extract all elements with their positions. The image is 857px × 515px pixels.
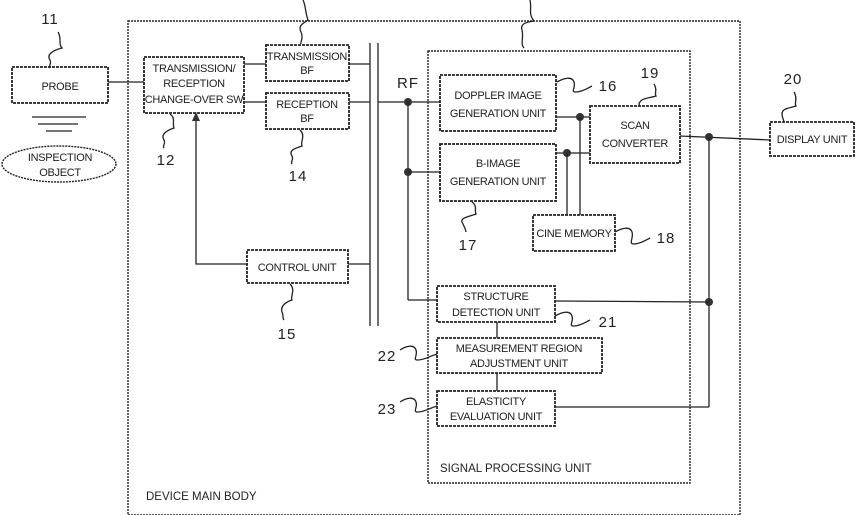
control-unit-ref: 15 [278, 326, 297, 343]
inspection-object-line-2: OBJECT [39, 167, 81, 179]
scan-to-display-line [680, 136, 770, 140]
reception-bf-ref: 14 [289, 168, 308, 185]
structure-to-output-line [555, 301, 709, 302]
b-image-ref: 17 [459, 237, 478, 254]
scan-converter-ref: 19 [641, 65, 660, 82]
tr-switch-ref: 12 [157, 152, 176, 169]
signal-processing-unit-label: SIGNAL PROCESSING UNIT [440, 463, 592, 475]
device-main-body-label: DEVICE MAIN BODY [146, 491, 257, 503]
display-unit-label: DISPLAY UNIT [777, 134, 848, 146]
probe-label: PROBE [41, 81, 78, 93]
cine-memory-label: CINE MEMORY [536, 228, 612, 240]
measurement-region-leader [400, 346, 437, 360]
leader-line-transmission-bf [300, 0, 308, 44]
b-image-line-2: GENERATION UNIT [450, 176, 547, 188]
b-image-leader [462, 202, 476, 232]
elasticity-ref: 23 [378, 401, 397, 418]
scan-converter-line-1: SCAN [620, 120, 650, 132]
b-image-box [440, 144, 556, 201]
cine-memory-leader [615, 228, 650, 244]
control-unit-label: CONTROL UNIT [258, 262, 337, 274]
doppler-leader [557, 78, 592, 92]
measurement-region-line-2: ADJUSTMENT UNIT [470, 358, 569, 370]
tr-switch-line-1: TRANSMISSION/ [153, 63, 237, 75]
tr-switch-leader [163, 114, 174, 148]
scan-converter-leader [639, 84, 656, 106]
cine-memory-ref: 18 [657, 230, 676, 247]
structure-detection-ref: 21 [599, 314, 618, 331]
scan-converter-box [590, 106, 680, 163]
control-to-switch-line [196, 118, 247, 264]
scan-converter-line-2: CONVERTER [602, 138, 669, 150]
leader-line-signal-processing [522, 0, 534, 48]
b-image-line-1: B-IMAGE [476, 158, 520, 170]
doppler-box [440, 75, 556, 131]
structure-detection-leader [555, 312, 590, 326]
tr-switch-line-2: RECEPTION [163, 78, 225, 90]
structure-detection-line-2: DETECTION UNIT [452, 307, 541, 319]
rf-label: RF [397, 75, 419, 92]
display-unit-leader [782, 92, 796, 122]
display-unit-ref: 20 [784, 71, 803, 88]
tr-switch-line-3: CHANGE-OVER SW [145, 94, 244, 106]
doppler-line-2: GENERATION UNIT [450, 108, 547, 120]
probe-leader [49, 32, 62, 68]
reception-bf-line-2: BF [300, 113, 314, 125]
elasticity-line-2: EVALUATION UNIT [450, 411, 543, 423]
transmission-bf-line-2: BF [300, 65, 314, 77]
transmission-bf-line-1: TRANSMISSION [267, 51, 347, 63]
doppler-line-1: DOPPLER IMAGE [454, 90, 541, 102]
measurement-region-line-1: MEASUREMENT REGION [456, 343, 583, 355]
structure-detection-line-1: STRUCTURE [463, 291, 528, 303]
probe-ref: 11 [41, 11, 59, 28]
inspection-object-line-1: INSPECTION [28, 152, 93, 164]
reception-bf-leader [291, 130, 303, 164]
measurement-region-ref: 22 [378, 348, 397, 365]
elasticity-line-1: ELASTICITY [466, 396, 527, 408]
doppler-ref: 16 [599, 78, 618, 95]
control-unit-leader [282, 284, 293, 320]
reception-bf-line-1: RECEPTION [276, 99, 338, 111]
elasticity-leader [400, 398, 437, 412]
